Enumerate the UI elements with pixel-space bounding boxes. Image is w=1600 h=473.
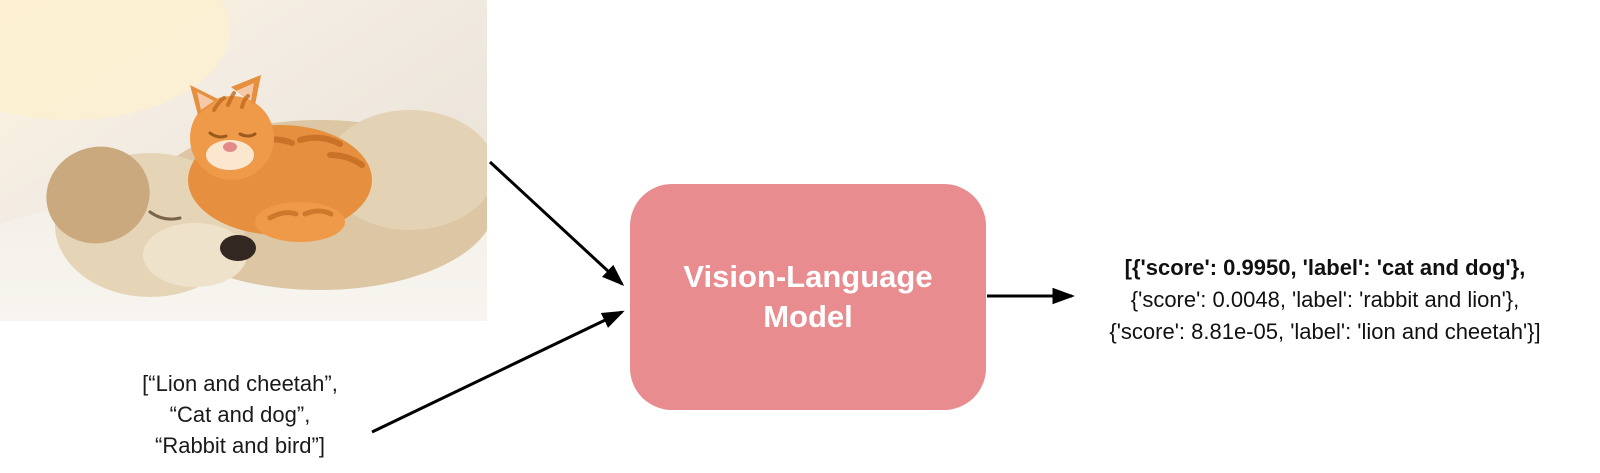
output-score-line: {'score': 0.0048, 'label': 'rabbit and l… <box>1130 287 1520 312</box>
output-score-line: {'score': 8.81e-05, 'label': 'lion and c… <box>1109 319 1541 344</box>
candidate-label-line: “Cat and dog”, <box>169 402 311 427</box>
arrow-image-to-model <box>488 160 625 287</box>
model-label: Model <box>763 299 853 334</box>
model-output-text: [{'score': 0.9950, 'label': 'cat and dog… <box>1080 252 1570 348</box>
kitten <box>188 75 372 242</box>
candidate-label-line: [“Lion and cheetah”, <box>142 371 338 396</box>
output-score-line: [{'score': 0.9950, 'label': 'cat and dog… <box>1124 255 1526 280</box>
model-box: Vision-Language Model <box>630 184 986 410</box>
candidate-labels-list: [“Lion and cheetah”, “Cat and dog”, “Rab… <box>75 368 405 461</box>
puppy-and-kitten-illustration <box>0 0 487 321</box>
candidate-label-line: “Rabbit and bird”] <box>155 433 325 458</box>
arrow-labels-to-model <box>371 310 625 434</box>
input-image <box>0 0 487 321</box>
model-label: Vision-Language <box>683 259 933 294</box>
